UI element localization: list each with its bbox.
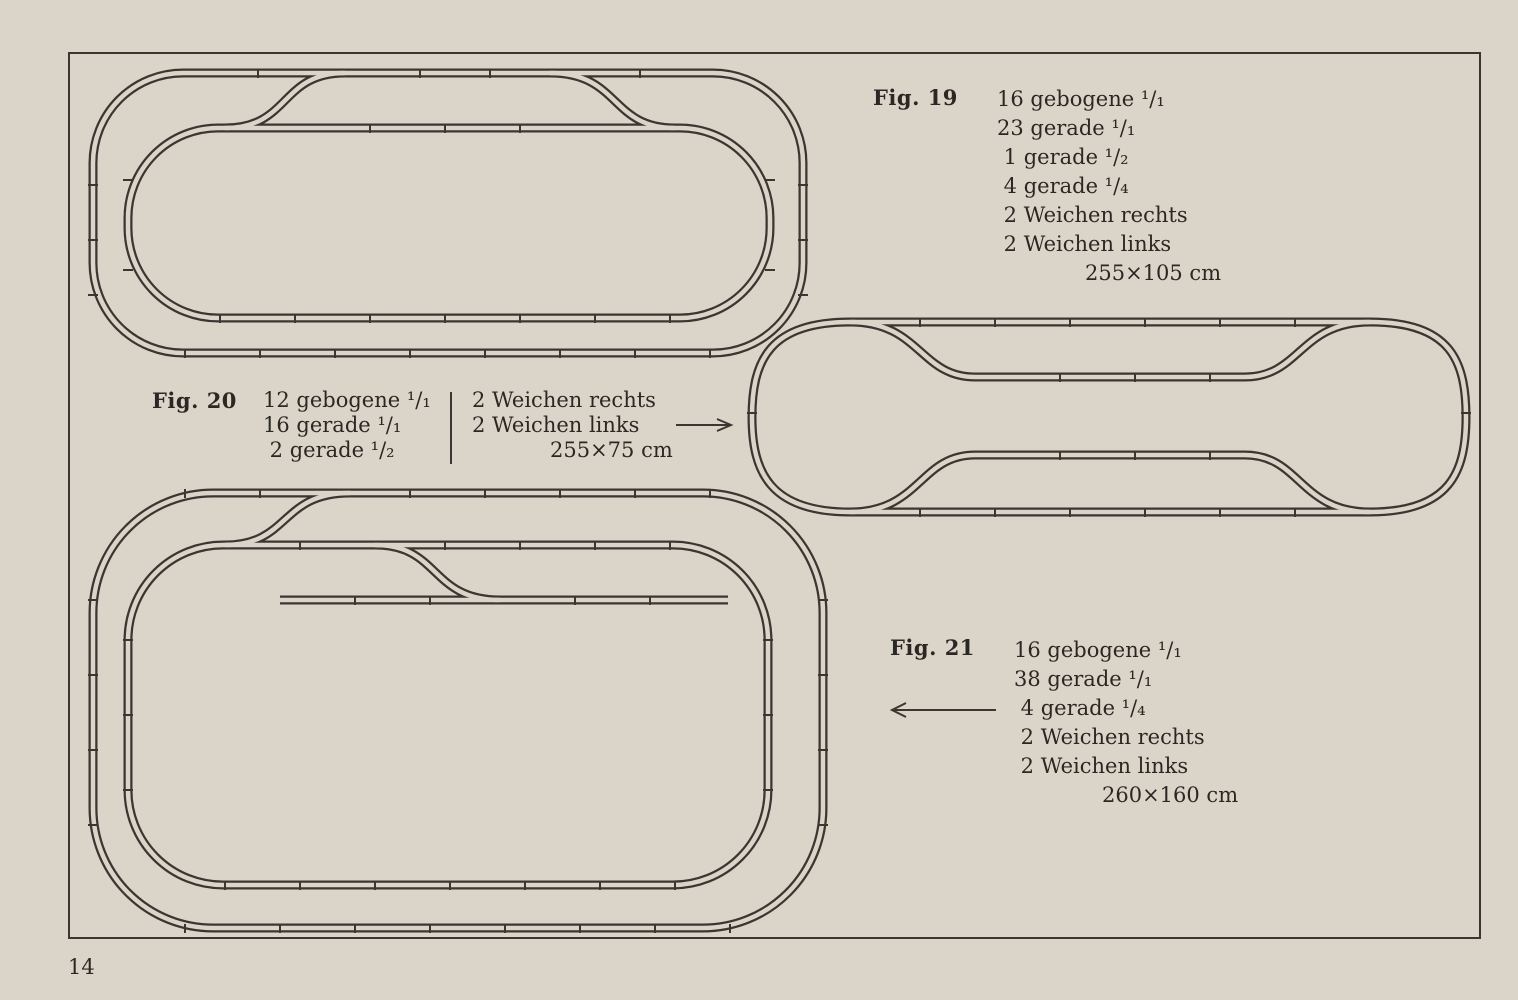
fig21-part: 16 gebogene ¹/₁ [1014,638,1182,662]
fig19-title: Fig. 19 [873,85,958,110]
fig21-title: Fig. 21 [890,635,975,660]
fig19-part: 16 gebogene ¹/₁ [997,87,1165,111]
fig19-size: 255×105 cm [1085,261,1222,285]
page-number: 14 [68,955,95,979]
fig20-parts-right: 2 Weichen rechts 2 Weichen links 255×75 … [472,388,673,463]
fig19-part: 2 Weichen links [997,232,1172,256]
fig19-parts-list: 16 gebogene ¹/₁ 23 gerade ¹/₁ 1 gerade ¹… [997,85,1221,288]
fig20-parts-left: 12 gebogene ¹/₁ 16 gerade ¹/₁ 2 gerade ¹… [263,388,431,463]
fig20-bottom-siding [849,450,1371,517]
fig21-parts-list: 16 gebogene ¹/₁ 38 gerade ¹/₁ 4 gerade ¹… [1014,636,1238,810]
fig20-size: 255×75 cm [550,438,673,462]
fig19-part: 23 gerade ¹/₁ [997,116,1136,140]
fig19-part: 4 gerade ¹/₄ [997,174,1129,198]
fig19-outer-loop [88,68,808,358]
fig21-part: 2 Weichen links [1014,754,1189,778]
fig21-part: 4 gerade ¹/₄ [1014,696,1146,720]
fig21-part: 2 Weichen rechts [1014,725,1205,749]
fig20-part: 2 Weichen links [472,413,640,437]
fig21-part: 38 gerade ¹/₁ [1014,667,1153,691]
page-frame [68,52,1481,939]
fig20-top-siding [849,317,1371,382]
fig20-part: 16 gerade ¹/₁ [263,413,402,437]
fig19-inner-loop [123,123,775,323]
fig20-divider [450,392,452,464]
fig20-part: 12 gebogene ¹/₁ [263,388,431,412]
fig20-part: 2 Weichen rechts [472,388,656,412]
fig21-size: 260×160 cm [1102,783,1239,807]
fig20-part: 2 gerade ¹/₂ [263,438,395,462]
fig19-part: 2 Weichen rechts [997,203,1188,227]
fig19-part: 1 gerade ¹/₂ [997,145,1129,169]
fig20-title: Fig. 20 [152,388,237,413]
